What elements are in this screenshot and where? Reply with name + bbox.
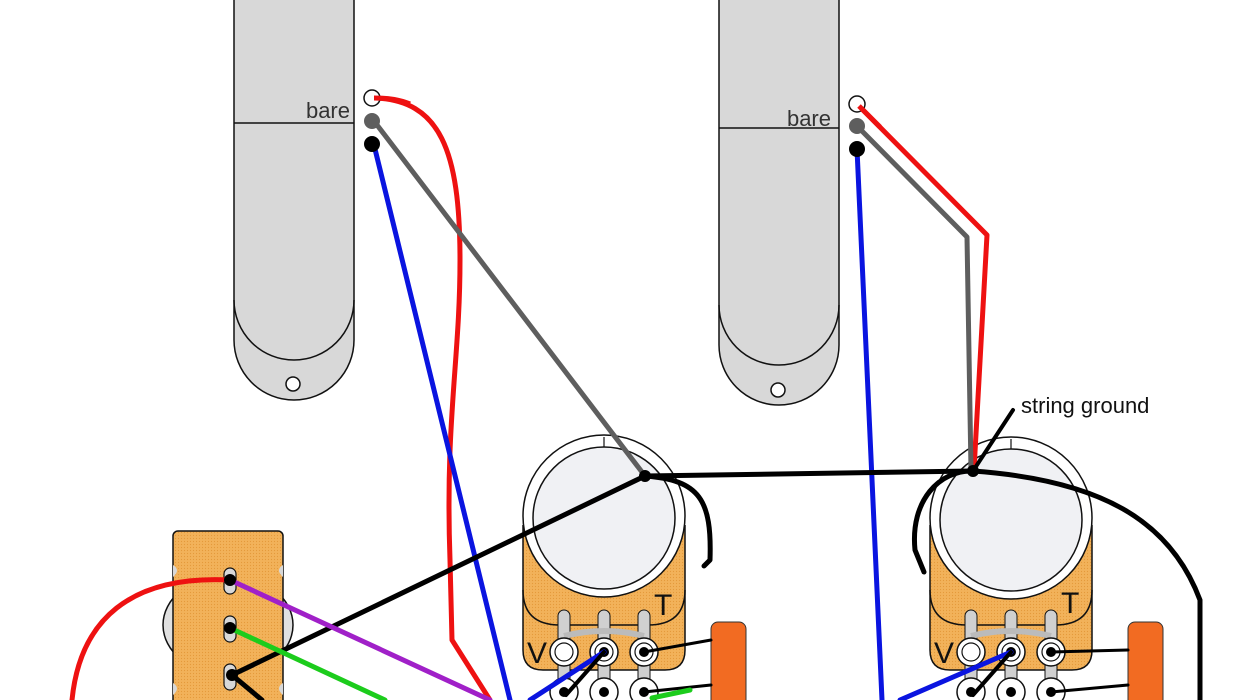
wire-blue-right (854, 146, 885, 700)
wire-ground-bus (642, 468, 976, 479)
pot-right-tone-label: T (1061, 587, 1079, 620)
mounting-hole-icon (285, 376, 301, 392)
pickup-right-label: bare (787, 106, 831, 131)
wire-red-switch (69, 577, 233, 700)
wire-purple-switch (227, 577, 493, 700)
wires (69, 95, 1203, 700)
wire-switch-ground (229, 473, 648, 678)
wire-blue-left (371, 142, 513, 700)
pickup-left-terminals (363, 89, 411, 152)
string-ground-label: string ground (1021, 393, 1149, 418)
pickup-right-terminals (848, 95, 882, 157)
string-ground-wire (971, 408, 1015, 473)
pickup-left: bare (233, 0, 355, 401)
wire-gray-left (371, 118, 648, 479)
capacitor-right (1127, 621, 1164, 700)
wire-gray-right (854, 123, 974, 473)
mounting-hole-icon (770, 382, 786, 398)
pickup-left-label: bare (306, 98, 350, 123)
pot-right: V T (929, 436, 1093, 700)
pot-right-volume-label: V (934, 637, 954, 670)
pot-left-volume-label: V (527, 637, 547, 670)
pickup-right: bare (718, 0, 840, 406)
capacitor-left (710, 621, 747, 700)
pot-left-tone-label: T (654, 589, 672, 622)
wire-red-right (854, 101, 990, 473)
wire-red-left (371, 95, 493, 700)
wire-green-switch (227, 625, 388, 700)
